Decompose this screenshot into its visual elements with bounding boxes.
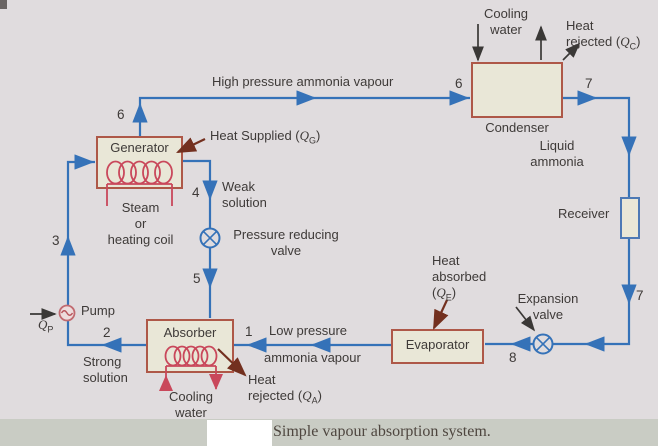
cooling-water-out-label: Cooling water [168, 389, 214, 420]
strong-solution-label: Strong solution [83, 354, 128, 385]
heat-supplied-label: Heat Supplied (QG) [210, 128, 321, 146]
state-point-7-receiver: 7 [636, 288, 644, 303]
state-point-8: 8 [509, 350, 517, 365]
pipe-generator-to-condenser [138, 96, 470, 137]
heat-rejected-qa-arrow [217, 348, 247, 377]
state-point-3: 3 [52, 233, 60, 248]
weak-solution-label: Weak solution [222, 179, 267, 210]
page-bottom-strip [0, 419, 658, 446]
evaporator-label: Evaporator [405, 337, 470, 352]
low-pressure-label-line1: Low pressure [269, 323, 348, 338]
state-point-2: 2 [103, 325, 111, 340]
state-point-5: 5 [193, 271, 201, 286]
evaporator-box [391, 329, 484, 364]
figure-caption: Simple vapour absorption system. [273, 423, 491, 440]
utility-arrows [30, 24, 581, 332]
cooling-water-in-label: Cooling water [483, 6, 529, 37]
pipe-weak-solution [182, 159, 212, 318]
low-pressure-label-line2: ammonia vapour [264, 350, 361, 365]
condenser-label: Condenser [485, 120, 549, 135]
high-pressure-vapour-label: High pressure ammonia vapour [212, 74, 394, 89]
pressure-reducing-valve-icon [199, 227, 221, 249]
flow-arrows [60, 90, 637, 353]
state-point-1: 1 [245, 324, 253, 339]
state-point-4: 4 [192, 185, 200, 200]
generator-heating-coil-icon [106, 160, 173, 206]
pressure-reducing-valve-label: Pressure reducing valve [233, 227, 339, 258]
expansion-valve-label: Expansion valve [517, 291, 579, 322]
pump-label: Pump [81, 303, 115, 318]
absorber-label: Absorber [163, 325, 217, 340]
heat-absorbed-qe-arrow [433, 299, 449, 330]
receiver-label: Receiver [558, 206, 610, 221]
heat-transfer-arrows [176, 137, 449, 377]
state-point-7-condenser: 7 [585, 76, 593, 91]
absorber-cooling-coil-icon [159, 345, 223, 391]
caption-whiteout-patch [207, 420, 272, 446]
pump-work-label: QP [38, 317, 54, 335]
condenser-box [471, 62, 563, 118]
expansion-valve-icon [532, 333, 554, 355]
state-point-6-generator: 6 [117, 107, 125, 122]
liquid-ammonia-label: Liquid ammonia [530, 138, 584, 169]
pump-icon [58, 304, 76, 322]
generator-label: Generator [110, 140, 169, 155]
heat-rejected-qc-arrow [562, 42, 581, 61]
scan-artifact [0, 0, 7, 9]
expansion-valve-pointer-arrow [515, 306, 536, 332]
receiver-box [620, 197, 640, 239]
steam-heating-coil-label: Steam or heating coil [107, 200, 174, 247]
state-point-6-condenser: 6 [455, 76, 463, 91]
heat-supplied-arrow [176, 137, 206, 153]
